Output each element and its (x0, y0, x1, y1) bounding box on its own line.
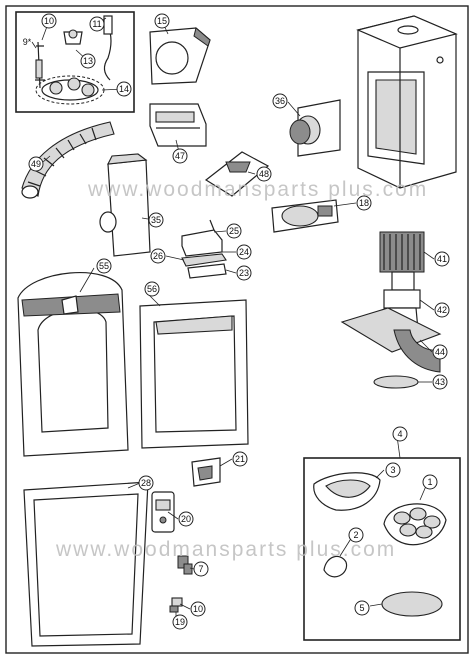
svg-text:5: 5 (359, 603, 364, 613)
svg-text:18: 18 (359, 198, 369, 208)
valve-knob-1 (49, 81, 63, 95)
callout-44: 44 (432, 344, 448, 360)
callout-4: 4 (392, 426, 408, 442)
svg-text:3: 3 (390, 465, 395, 475)
callout-49: 49 (28, 156, 44, 172)
callout-9: 9* (23, 37, 32, 47)
callout-26: 26 (150, 248, 166, 264)
callout-15: 15 (154, 13, 170, 29)
svg-text:20: 20 (181, 514, 191, 524)
svg-text:26: 26 (153, 251, 163, 261)
svg-text:43: 43 (435, 377, 445, 387)
callout-5: 5 (354, 600, 370, 616)
svg-text:14: 14 (119, 84, 129, 94)
callout-43: 43 (432, 374, 448, 390)
callout-24: 24 (236, 244, 252, 260)
svg-text:36: 36 (275, 96, 285, 106)
chimney-kit-part (340, 231, 442, 389)
svg-text:49: 49 (31, 159, 41, 169)
callout-55: 55 (96, 258, 112, 274)
blower-stack-part (181, 219, 227, 279)
svg-text:7: 7 (198, 564, 203, 574)
rect-frame-part (139, 299, 249, 449)
callout-23: 23 (236, 265, 252, 281)
duct-box-part (99, 153, 151, 257)
callout-25: 25 (226, 223, 242, 239)
valve-kit-group (15, 11, 135, 113)
svg-text:24: 24 (239, 247, 249, 257)
svg-text:47: 47 (175, 151, 185, 161)
svg-text:9*: 9* (23, 37, 32, 47)
callout-18: 18 (356, 195, 372, 211)
callout-10-top: 10 (41, 13, 57, 29)
small-valve-part (177, 555, 193, 575)
glass-door-part (23, 481, 149, 647)
svg-text:19: 19 (175, 617, 185, 627)
round-vent-part (289, 99, 341, 157)
callout-56: 56 (144, 281, 160, 297)
callout-28: 28 (138, 475, 154, 491)
callout-7: 7 (193, 561, 209, 577)
svg-text:1: 1 (427, 477, 432, 487)
svg-text:35: 35 (151, 215, 161, 225)
svg-text:15: 15 (157, 16, 167, 26)
switch-part (191, 457, 221, 487)
callout-14: 14 (116, 81, 132, 97)
callout-42: 42 (434, 302, 450, 318)
callout-21: 21 (232, 451, 248, 467)
svg-text:2: 2 (353, 530, 358, 540)
svg-text:42: 42 (437, 305, 447, 315)
remote-part (151, 491, 175, 533)
small-fitting-part (169, 597, 183, 613)
burner-part (271, 199, 339, 233)
callout-48: 48 (256, 166, 272, 182)
svg-text:4: 4 (397, 429, 402, 439)
callout-20: 20 (178, 511, 194, 527)
svg-text:11: 11 (92, 19, 101, 29)
watermark-lower: www.woodmansparts plus.com (55, 538, 396, 561)
baffle-part (204, 151, 270, 197)
vent-plate-hole (155, 41, 189, 75)
thermocouple-tip (35, 59, 43, 79)
svg-text:25: 25 (229, 226, 239, 236)
svg-text:48: 48 (259, 169, 269, 179)
callout-2: 2 (348, 527, 364, 543)
svg-text:10: 10 (44, 16, 54, 26)
log-set-box (303, 457, 461, 641)
svg-text:56: 56 (147, 284, 157, 294)
callout-13: 13 (80, 53, 96, 69)
callout-35: 35 (148, 212, 164, 228)
callout-19: 19 (172, 614, 188, 630)
callout-3: 3 (385, 462, 401, 478)
svg-text:23: 23 (239, 268, 249, 278)
callout-47: 47 (172, 148, 188, 164)
callout-36: 36 (272, 93, 288, 109)
fitting-top (68, 29, 78, 39)
valve-knob-2 (67, 77, 81, 91)
svg-text:28: 28 (141, 478, 151, 488)
arch-door-part (17, 271, 129, 457)
valve-knob-3 (81, 83, 95, 97)
svg-text:10: 10 (193, 604, 203, 614)
svg-text:44: 44 (435, 347, 445, 357)
callout-41: 41 (434, 251, 450, 267)
vent-plate-part (149, 27, 211, 85)
svg-text:21: 21 (235, 454, 245, 464)
svg-text:13: 13 (83, 56, 93, 66)
valve-kit-box (15, 11, 135, 113)
svg-text:41: 41 (437, 254, 447, 264)
watermark-upper: www.woodmansparts plus.com (87, 178, 428, 201)
connector-box-part (149, 103, 207, 147)
callout-11: 11 (89, 16, 105, 32)
callout-1: 1 (422, 474, 438, 490)
log-set-group (303, 457, 461, 641)
page-frame (5, 5, 469, 654)
svg-text:55: 55 (99, 261, 109, 271)
callout-10-bottom: 10 (190, 601, 206, 617)
callout-labels: 10 11 9* 13 14 15 47 49 36 48 18 35 25 2… (23, 13, 450, 630)
firebox-part (356, 15, 458, 189)
